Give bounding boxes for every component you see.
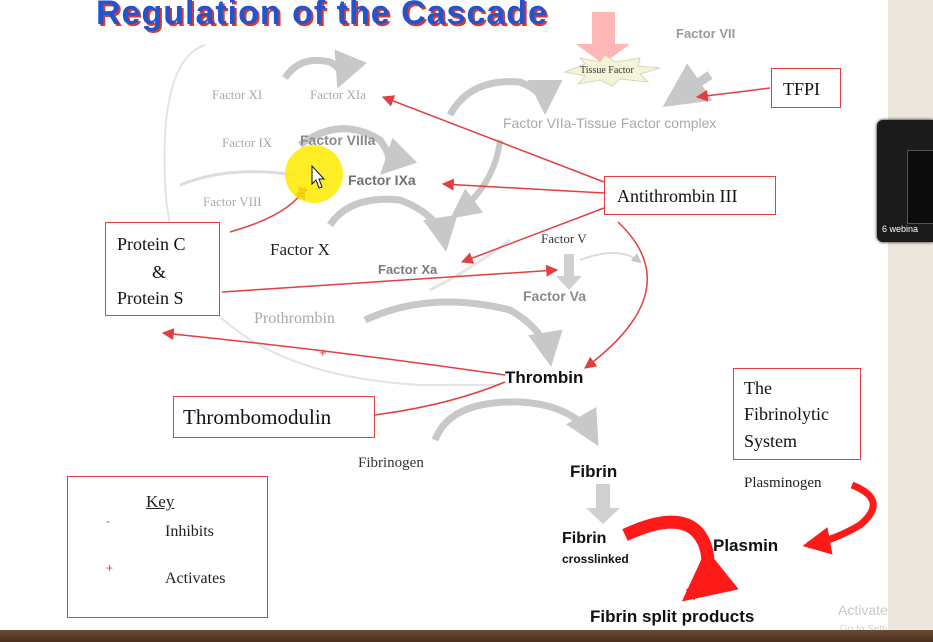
node-fibrinolytic-name: Fibrinolytic — [744, 404, 829, 424]
arrow-factor-vii-to-complex — [662, 63, 713, 108]
node-fibrinolytic-system: System — [744, 431, 798, 451]
edge-at3-to-thrombin — [584, 221, 649, 369]
arrow-fibrin-down — [586, 484, 620, 524]
key-inhibits-label: Inhibits — [165, 523, 214, 540]
slide-title: Regulation of the Cascade — [96, 0, 548, 32]
curve-xa-loop — [429, 238, 511, 292]
mouse-pointer-icon — [311, 164, 326, 189]
node-factor-xa: Factor Xa — [378, 262, 438, 277]
node-antithrombin: Antithrombin III — [617, 186, 738, 206]
node-tissue-factor: Tissue Factor — [580, 65, 634, 76]
fibrinolytic-box: The Fibrinolytic System — [733, 368, 861, 460]
edge-thrombomodulin-to-thrombin — [374, 381, 506, 416]
edge-at3-to-xia — [381, 95, 605, 183]
protein-c-s-box: Protein C & Protein S — [105, 222, 220, 316]
edge-protein-c-to-va — [221, 264, 559, 293]
node-factor-ixa: Factor IXa — [348, 172, 416, 188]
node-tfpi: TFPI — [783, 79, 821, 99]
curve-prothrombin-to-thrombin — [363, 298, 563, 367]
key-activates-sign: + — [106, 561, 114, 575]
edge-at3-to-ixa — [441, 178, 605, 194]
node-factor-xia: Factor XIa — [310, 87, 366, 102]
node-factor-v: Factor V — [541, 231, 587, 246]
curve-fibrinogen-to-fibrin — [431, 398, 599, 447]
arrow-factor-v-down — [556, 254, 582, 290]
right-side-panel — [888, 0, 933, 630]
curve-viia-loop — [446, 78, 563, 117]
node-factor-viiia: Factor VIIIa — [300, 132, 376, 148]
arrow-tissue-factor-down — [576, 12, 630, 64]
antithrombin-box: Antithrombin III — [604, 176, 776, 215]
node-prothrombin: Prothrombin — [254, 310, 335, 327]
thrombomodulin-box: Thrombomodulin — [173, 396, 375, 438]
webinar-screen-icon — [907, 150, 933, 224]
edge-thrombin-to-protein-c — [161, 328, 506, 376]
pointer-layer — [311, 164, 326, 189]
node-fibrin-crosslinked: Fibrin — [562, 530, 607, 547]
curve-va-loop — [579, 251, 642, 264]
curve-xi-to-xia — [282, 49, 367, 89]
key-activates-label: Activates — [165, 570, 226, 587]
node-factor-viii: Factor VIII — [203, 194, 262, 209]
webinar-label: 6 webina — [882, 224, 919, 234]
floor-strip — [0, 630, 933, 642]
node-thrombomodulin: Thrombomodulin — [183, 405, 332, 429]
slide-canvas: Regulation of the Cascade — [67, 0, 909, 635]
curve-viii-to-viiia — [179, 170, 296, 187]
node-thrombin: Thrombin — [505, 368, 584, 387]
node-factor-ix: Factor IX — [222, 135, 273, 150]
key-title: Key — [146, 492, 175, 511]
curve-x-to-xa — [327, 195, 458, 252]
curve-ix-to-ixa — [297, 125, 418, 175]
node-fibrinogen: Fibrinogen — [358, 455, 424, 471]
arrow-plasminogen-to-plasmin — [802, 481, 877, 555]
curve-viia-to-x — [450, 139, 503, 219]
activate-windows-subtext: Go to Settings — [840, 624, 903, 635]
edge-tfpi-inhibits — [695, 87, 771, 102]
tfpi-box: TFPI — [771, 68, 841, 108]
node-plasminogen: Plasminogen — [744, 475, 822, 491]
node-factor-x: Factor X — [270, 240, 330, 259]
node-protein-c: Protein C — [117, 234, 186, 254]
node-crosslinked-label: crosslinked — [562, 552, 629, 566]
node-fibrin: Fibrin — [570, 462, 618, 481]
arrow-layer — [80, 12, 877, 602]
node-factor-vii: Factor VII — [676, 26, 736, 41]
node-plasmin: Plasmin — [713, 536, 779, 555]
node-factor-va: Factor Va — [523, 288, 587, 304]
key-inhibits-sign: - — [106, 514, 110, 528]
edge-at3-to-xa — [460, 207, 605, 264]
node-fibrin-split-products: Fibrin split products — [590, 607, 755, 626]
node-fibrinolytic-the: The — [744, 378, 772, 398]
edge-sign-activates: + — [319, 345, 327, 360]
tissue-factor-star — [563, 54, 661, 87]
node-protein-s: Protein S — [117, 288, 184, 308]
arrow-plasmin-to-split — [622, 515, 739, 602]
node-ampersand: & — [152, 262, 167, 282]
webinar-video-thumbnail[interactable]: 6 webina — [877, 120, 933, 242]
key-box: Key - Inhibits + Activates — [67, 476, 268, 618]
node-factor-xi: Factor XI — [212, 87, 263, 102]
node-factor-viia-tf-complex: Factor VIIa-Tissue Factor complex — [503, 115, 717, 131]
